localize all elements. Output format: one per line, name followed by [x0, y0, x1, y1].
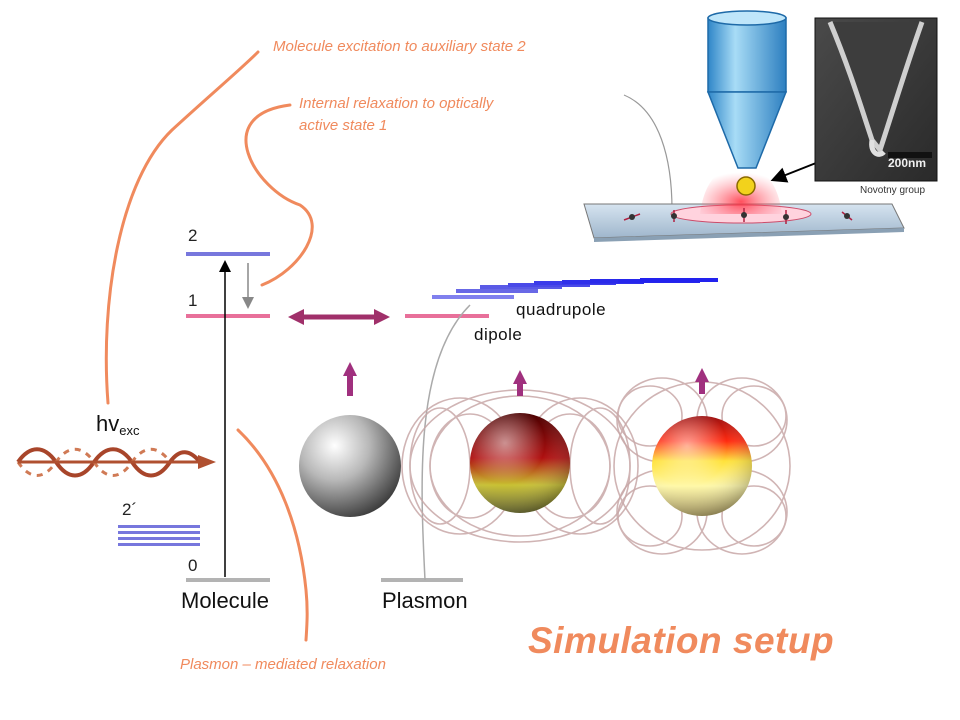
annotation-curves	[104, 50, 314, 642]
sphere-shade-dipole	[470, 413, 570, 513]
scale-bar-label: 200nm	[888, 156, 927, 170]
level-1-line	[186, 314, 270, 318]
note-internal-line2: active state 1	[299, 117, 388, 134]
page-title: Simulation setup	[528, 620, 835, 661]
sphere-shade-quadrupole	[652, 416, 752, 516]
level-2-label: 2	[188, 226, 198, 245]
tip-icon	[706, 10, 788, 196]
wave-icon	[16, 447, 216, 478]
setup-illustration	[583, 10, 905, 242]
connector-line	[421, 304, 471, 581]
dipole-label: dipole	[474, 325, 523, 344]
plasmon-level-1	[405, 314, 489, 318]
level-1-label: 1	[188, 291, 198, 310]
level-2-line	[186, 252, 270, 256]
plasmon-ground	[381, 578, 463, 582]
note-internal-line1: Internal relaxation to optically	[299, 95, 494, 112]
molecule-label: Molecule	[181, 588, 270, 613]
quadrupole-label: quadrupole	[516, 300, 607, 319]
sphere-icon-neutral	[299, 415, 401, 517]
coupling-arrow-icon	[288, 309, 390, 325]
excitation-label-main: hv	[96, 411, 120, 436]
field-lines-icon-dipole	[401, 389, 639, 543]
plasmon-label: Plasmon	[382, 588, 468, 613]
sem-image-icon	[814, 17, 938, 182]
level-0-line	[186, 578, 270, 582]
connector-line-top	[623, 94, 673, 211]
dipole-arrow-icons	[343, 362, 709, 396]
excitation-label-sub: exc	[119, 423, 140, 438]
note-plasmon-relaxation: Plasmon – mediated relaxation	[180, 656, 386, 673]
credit-label: Novotny group	[860, 185, 926, 196]
level-2prime-label: 2´	[122, 500, 138, 519]
note-excitation: Molecule excitation to auxiliary state 2	[273, 38, 526, 55]
plasmon-multipole-levels	[432, 278, 718, 299]
level-2prime	[118, 525, 200, 546]
level-0-label: 0	[188, 556, 198, 575]
excitation-label: hvexc	[96, 411, 139, 438]
